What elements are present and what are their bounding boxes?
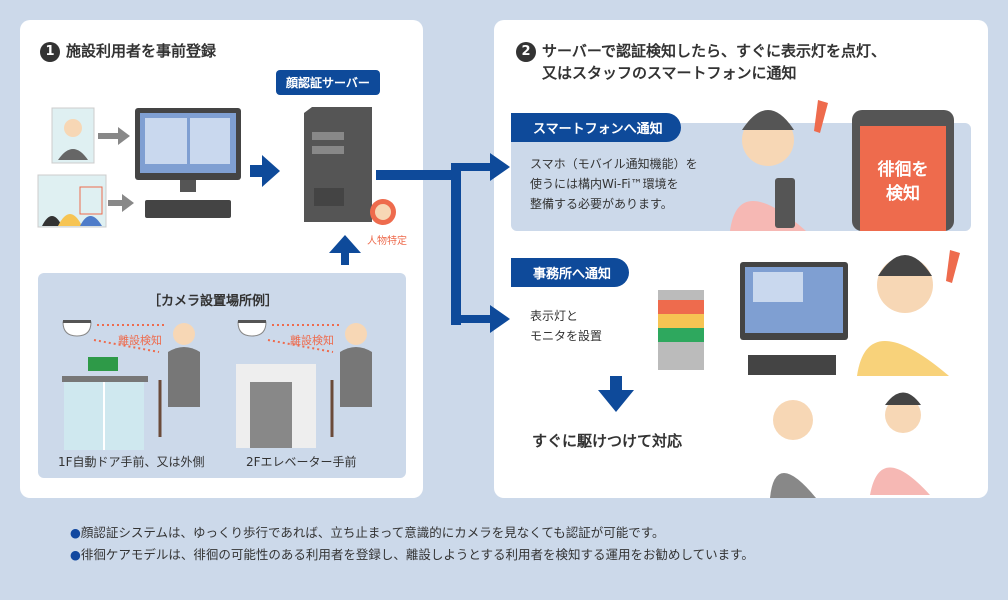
detect-label: 離設検知	[118, 334, 162, 347]
elderly-person-icon	[770, 400, 816, 498]
location-label: 1F自動ドア手前、又は外側	[58, 455, 205, 469]
arrow-right-icon	[456, 305, 510, 333]
camera-examples-title: ［カメラ設置場所例］	[148, 294, 279, 309]
exclamation-icon	[946, 250, 960, 283]
staff-man-icon	[857, 255, 949, 376]
office-tag: 事務所へ通知	[511, 258, 630, 287]
step-number: 1	[40, 42, 60, 62]
detect-label: 離設検知	[290, 334, 334, 347]
detection-range	[267, 324, 342, 353]
arrow-right-icon	[98, 127, 130, 145]
server-icon	[304, 107, 372, 222]
phone-alert-text: 徘徊を検知	[877, 160, 929, 204]
auto-door-icon	[62, 376, 148, 450]
staff-woman-icon	[730, 110, 806, 231]
smartphone-icon	[852, 110, 954, 231]
single-photo-icon	[51, 107, 95, 164]
elderly-person-icon	[158, 323, 200, 437]
step-number: 2	[516, 42, 536, 62]
notes: ●顔認証システムは、ゆっくり歩行であれば、立ち止まって意識的にカメラを見なくても…	[70, 522, 754, 566]
arrow-right-icon	[250, 155, 280, 187]
nurse-icon	[870, 392, 930, 495]
elevator-icon	[236, 364, 316, 448]
response-text: すぐに駆けつけて対応	[532, 432, 683, 450]
identify-label: 人物特定	[367, 236, 407, 247]
group-photo-icon	[37, 174, 107, 228]
arrow-right-icon	[456, 153, 510, 181]
note-item: ●顔認証システムは、ゆっくり歩行であれば、立ち止まって意識的にカメラを見なくても…	[70, 525, 665, 540]
arrow-down-icon	[598, 376, 634, 412]
note-item: ●徘徊ケアモデルは、徘徊の可能性のある利用者を登録し、離設しようとする利用者を検…	[70, 547, 754, 562]
server-label-badge: 顔認証サーバー	[276, 70, 380, 95]
signal-tower-icon	[658, 290, 704, 370]
office-desc: 表示灯とモニタを設置	[530, 309, 603, 343]
smartphone-desc: スマホ（モバイル通知機能）を使うには構内Wi-Fi™環境を整備する必要があります…	[530, 157, 698, 211]
exit-sign-icon	[88, 357, 118, 371]
camera-icon	[237, 320, 267, 337]
location-label: 2Fエレベーター手前	[246, 455, 357, 469]
arrow-right-icon	[108, 194, 134, 212]
camera-icon	[62, 320, 92, 337]
computer-icon	[135, 108, 241, 218]
elderly-person-icon	[330, 323, 372, 437]
monitor-icon	[740, 262, 848, 375]
detection-range	[93, 324, 167, 353]
arrow-up-icon	[329, 235, 361, 265]
exclamation-icon	[814, 100, 828, 133]
smartphone-tag: スマートフォンへ通知	[511, 113, 681, 142]
